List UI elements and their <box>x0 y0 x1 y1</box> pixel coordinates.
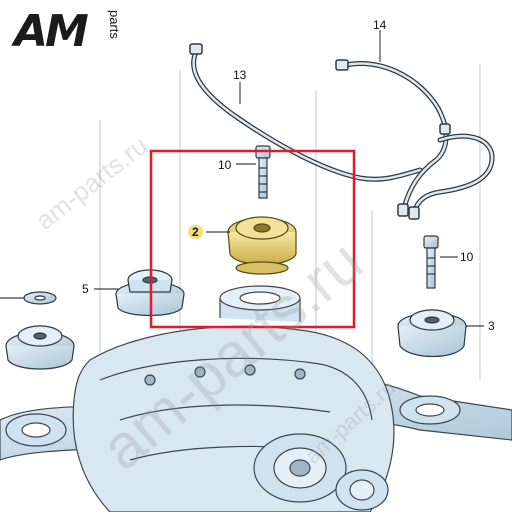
mount-3 <box>397 309 467 357</box>
callout-13: 13 <box>233 68 247 82</box>
hose-13 <box>189 43 423 182</box>
callout-3: 3 <box>488 319 495 333</box>
bolt-10-right <box>423 235 439 289</box>
differential-subframe <box>0 285 512 513</box>
callout-5: 5 <box>82 282 89 296</box>
leader-lines <box>0 30 484 327</box>
washer-left <box>23 291 57 305</box>
bolt-10-top <box>255 145 271 199</box>
logo-am-text: AM <box>14 6 89 57</box>
callout-2: 2 <box>188 225 203 239</box>
callout-10-top: 10 <box>218 158 232 172</box>
logo-parts-text: parts <box>107 10 122 39</box>
bushing-2 <box>227 216 297 275</box>
callout-10-right: 10 <box>460 250 474 264</box>
mount-left <box>5 325 75 370</box>
callout-14: 14 <box>373 18 387 32</box>
hose-14 <box>335 59 495 220</box>
highlight-box <box>149 149 356 329</box>
am-parts-logo: AM parts <box>14 6 144 60</box>
